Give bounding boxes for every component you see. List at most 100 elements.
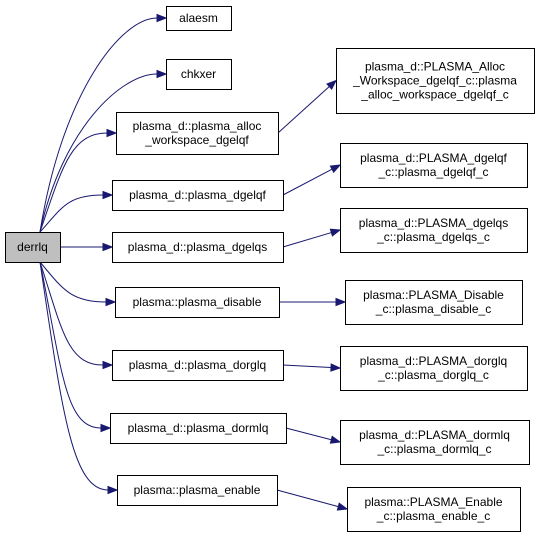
node-disable-label-line: plasma::plasma_disable <box>133 295 262 309</box>
edge-derrlq-to-chkxer <box>39 69 168 233</box>
node-chkxer-box <box>166 59 232 90</box>
node-impl-alloc_ws-label-line: _alloc_workspace_dgelqf_c <box>360 88 508 102</box>
node-impl-alloc_ws[interactable]: plasma_d::PLASMA_Alloc_Workspace_dgelqf_… <box>336 48 535 114</box>
edge-derrlq-to-dormlq <box>39 261 112 433</box>
node-impl-dorglq-box <box>340 346 528 391</box>
node-chkxer-label-line: chkxer <box>181 67 216 81</box>
node-impl-enable-label-line: _c::plasma_enable_c <box>376 509 490 523</box>
node-impl-enable-label-line: plasma::PLASMA_Enable <box>364 495 502 509</box>
edge-derrlq-to-alaesm-arrowhead <box>156 13 168 23</box>
node-impl-enable[interactable]: plasma::PLASMA_Enable_c::plasma_enable_c <box>347 487 521 532</box>
edge-enable-to-impl <box>276 489 349 511</box>
edge-derrlq-to-alloc_ws-arrowhead <box>106 128 118 138</box>
node-dgelqf[interactable]: plasma_d::plasma_dgelqf <box>112 180 284 211</box>
node-impl-dorglq[interactable]: plasma_d::PLASMA_dorglq_c::plasma_dorglq… <box>340 346 528 391</box>
edge-derrlq-to-enable <box>39 261 119 495</box>
node-dormlq-box <box>110 413 287 444</box>
node-alaesm[interactable]: alaesm <box>166 6 232 31</box>
edge-dgelqs-to-impl-arrowhead <box>329 228 342 237</box>
edge-dorglq-to-impl-arrowhead <box>330 363 342 372</box>
node-impl-alloc_ws-label-line: _Workspace_dgelqf_c::plasma <box>352 74 517 88</box>
edge-derrlq-to-dormlq-line <box>39 261 102 429</box>
node-dorglq-label-line: plasma_d::plasma_dorglq <box>129 358 266 372</box>
edge-derrlq-to-dgelqf <box>39 190 114 233</box>
edge-derrlq-to-alloc_ws-line <box>39 132 108 233</box>
node-impl-disable-label-line: _c::plasma_disable_c <box>375 302 491 316</box>
node-alloc_ws-label-line: plasma_d::plasma_alloc <box>133 119 262 133</box>
node-impl-dgelqf-label-line: _c::plasma_dgelqf_c <box>377 165 488 179</box>
edge-derrlq-to-alloc_ws <box>39 128 118 233</box>
edge-dgelqf-to-impl-line <box>282 168 333 196</box>
node-impl-dgelqf-label-line: plasma_d::PLASMA_dgelqf <box>360 151 507 165</box>
node-impl-dgelqf[interactable]: plasma_d::PLASMA_dgelqf_c::plasma_dgelqf… <box>340 143 528 188</box>
edge-disable-to-impl <box>279 297 347 307</box>
node-root[interactable]: derrlq <box>5 232 61 263</box>
edge-dgelqs-to-impl-line <box>282 232 332 248</box>
edge-dormlq-to-impl-line <box>285 427 332 441</box>
node-dgelqf-label-line: plasma_d::plasma_dgelqf <box>129 188 266 202</box>
edge-derrlq-to-alaesm-line <box>39 17 158 233</box>
edge-derrlq-to-alaesm <box>39 13 168 233</box>
edge-derrlq-to-enable-arrowhead <box>107 485 119 495</box>
node-root-label-line: derrlq <box>17 240 48 254</box>
edge-derrlq-to-enable-line <box>39 261 109 491</box>
node-impl-dgelqs-box <box>340 208 528 253</box>
node-alaesm-label-line: alaesm <box>179 11 218 25</box>
edge-derrlq-to-dgelqf-line <box>39 194 104 233</box>
edge-derrlq-to-chkxer-arrowhead <box>156 69 168 79</box>
node-dorglq[interactable]: plasma_d::plasma_dorglq <box>112 350 284 381</box>
node-alloc_ws-box <box>116 112 279 155</box>
node-disable[interactable]: plasma::plasma_disable <box>115 287 280 318</box>
edge-dormlq-to-impl-arrowhead <box>329 435 342 444</box>
node-chkxer[interactable]: chkxer <box>166 59 232 90</box>
node-impl-dormlq-label-line: _c::plasma_dormlq_c <box>376 442 491 456</box>
node-dormlq[interactable]: plasma_d::plasma_dormlq <box>110 413 287 444</box>
edge-disable-to-impl-arrowhead <box>335 297 347 307</box>
node-impl-dormlq[interactable]: plasma_d::PLASMA_dormlq_c::plasma_dormlq… <box>340 420 530 465</box>
node-root-box <box>5 232 61 263</box>
node-impl-dorglq-label-line: plasma_d::PLASMA_dorglq <box>360 354 507 368</box>
edge-alloc_ws-to-impl-arrowhead <box>326 79 338 91</box>
edge-dorglq-to-impl <box>282 363 342 372</box>
node-impl-dgelqs-label-line: plasma_d::PLASMA_dgelqs <box>359 216 508 230</box>
node-impl-dormlq-box <box>340 420 530 465</box>
edge-derrlq-to-disable-line <box>39 261 107 303</box>
node-impl-alloc_ws-label-line: plasma_d::PLASMA_Alloc <box>365 60 505 74</box>
edge-derrlq-to-dorglq-arrowhead <box>102 360 114 370</box>
node-impl-dgelqs-label-line: _c::plasma_dgelqs_c <box>376 230 490 244</box>
node-dgelqs[interactable]: plasma_d::plasma_dgelqs <box>112 232 284 263</box>
edge-dgelqs-to-impl <box>282 228 342 248</box>
node-dgelqs-box <box>112 232 284 263</box>
node-impl-dormlq-label-line: plasma_d::PLASMA_dormlq <box>359 428 510 442</box>
edge-derrlq-to-chkxer-line <box>39 73 158 233</box>
node-impl-enable-box <box>347 487 521 532</box>
edge-derrlq-to-dgelqs <box>60 242 114 252</box>
edge-dorglq-to-impl-line <box>282 364 332 369</box>
node-impl-dgelqs[interactable]: plasma_d::PLASMA_dgelqs_c::plasma_dgelqs… <box>340 208 528 253</box>
edge-dormlq-to-impl <box>285 427 342 444</box>
node-impl-disable[interactable]: plasma::PLASMA_Disable_c::plasma_disable… <box>345 280 523 325</box>
node-dormlq-label-line: plasma_d::plasma_dormlq <box>128 421 269 435</box>
node-dorglq-box <box>112 350 284 381</box>
edge-derrlq-to-dgelqf-arrowhead <box>102 190 114 200</box>
edge-derrlq-to-disable-arrowhead <box>105 297 117 307</box>
edge-derrlq-to-dormlq-arrowhead <box>100 423 112 433</box>
node-disable-box <box>115 287 280 318</box>
edge-alloc_ws-to-impl <box>277 79 338 134</box>
edge-enable-to-impl-line <box>276 489 339 508</box>
node-dgelqf-box <box>112 180 284 211</box>
node-impl-disable-label-line: plasma::PLASMA_Disable <box>363 288 504 302</box>
node-impl-dgelqf-box <box>340 143 528 188</box>
edge-dgelqf-to-impl <box>282 164 342 196</box>
edge-derrlq-to-dorglq-line <box>39 261 104 366</box>
edge-enable-to-impl-arrowhead <box>336 502 349 511</box>
edge-derrlq-to-dorglq <box>39 261 114 370</box>
node-enable[interactable]: plasma::plasma_enable <box>117 475 278 506</box>
node-impl-alloc_ws-box <box>336 48 535 114</box>
node-alaesm-box <box>166 6 232 31</box>
node-impl-disable-box <box>345 280 523 325</box>
edge-derrlq-to-dgelqs-arrowhead <box>102 242 114 252</box>
node-enable-box <box>117 475 278 506</box>
node-alloc_ws[interactable]: plasma_d::plasma_alloc_workspace_dgelqf <box>116 112 279 155</box>
